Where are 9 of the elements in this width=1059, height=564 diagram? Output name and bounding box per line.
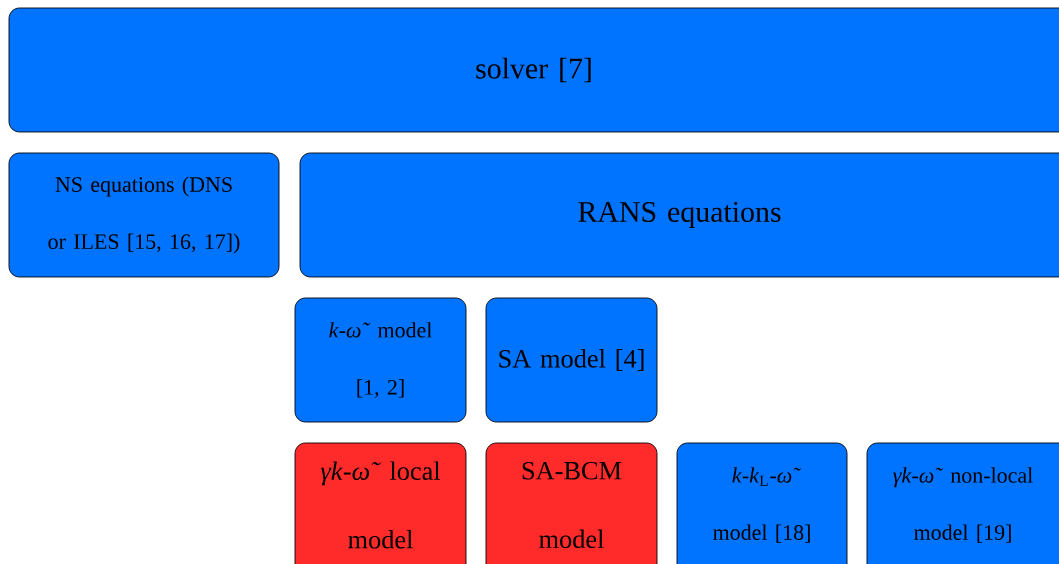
equation-box: RANS equations	[299, 152, 1059, 278]
model-box: k-k$_{L}$-ω̃ model [18]	[676, 442, 848, 564]
model-box: SA model [4]	[485, 297, 658, 423]
model-box: k-ω̃ model [1, 2]	[294, 297, 467, 423]
model-box: γk-ω̃ non-local model [19]	[866, 442, 1059, 564]
model-box: γk-ω̃ local model	[294, 442, 467, 564]
solver-box: solver [7]	[8, 7, 1059, 133]
equation-box: NS equations (DNS or ILES [15, 16, 17])	[8, 152, 280, 278]
model-box: SA-BCM model	[485, 442, 658, 564]
